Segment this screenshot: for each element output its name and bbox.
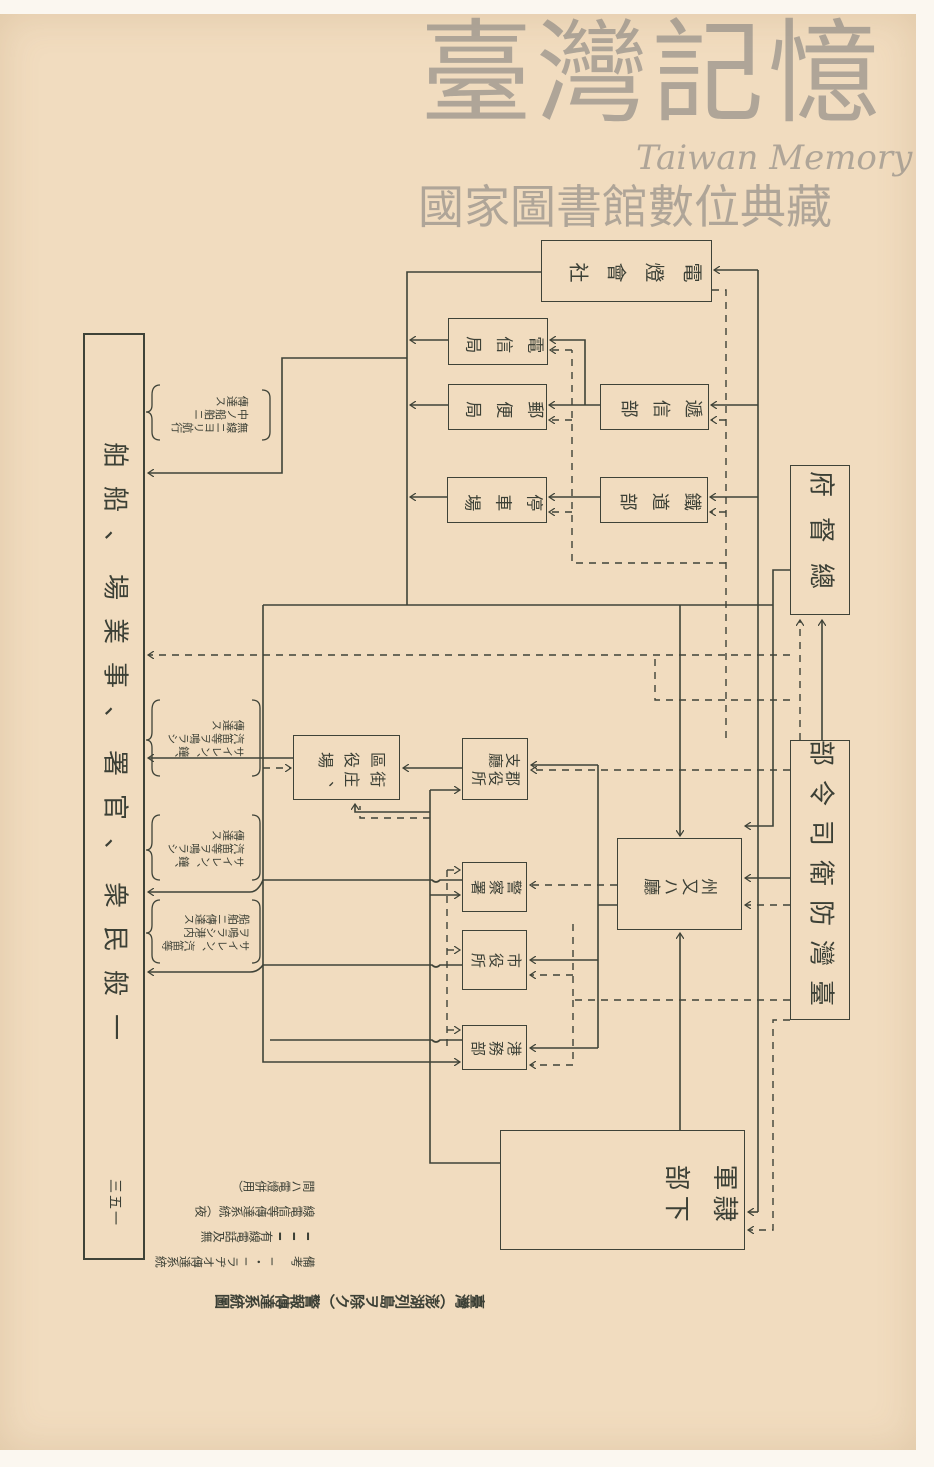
dashed-shirei-gunbu: [748, 1019, 790, 1230]
box-label: 臺灣防衛司令部: [805, 739, 836, 1021]
box-prefecture: 州又ハ廳: [617, 838, 742, 930]
box-label: 總督府: [805, 470, 836, 610]
line-teishin-denshin: [550, 340, 586, 405]
line-to-gaisho-bottom: [355, 804, 430, 813]
box-telegraph-office: 電信局: [448, 318, 548, 365]
box-label: 街庄、 區役場: [307, 748, 386, 787]
box-station: 停車場: [447, 477, 547, 523]
box-district-office: 郡役所 支廳: [462, 738, 528, 800]
note-siren-2: サイレン、鐘、 汽笛等ヲ鳴ラシ 傳達ス: [158, 817, 254, 879]
box-label: 警察署: [467, 878, 522, 896]
box-governor-general: 總督府: [790, 465, 850, 615]
diagram-title: 臺灣（澎湖列島ヲ除ク）警報傳達系統圖: [210, 1285, 490, 1317]
dashed-trunk: [712, 289, 727, 742]
box-electric-company: 電燈會社: [541, 240, 712, 302]
box-subordinate-army: 隷下 軍部: [500, 1130, 745, 1250]
box-police-station: 警察署: [462, 862, 527, 912]
title-text: 臺灣（澎湖列島ヲ除ク）警報傳達系統圖: [215, 1292, 485, 1310]
box-label: 郡役所 支廳: [469, 751, 521, 787]
box-port-affairs: 港務部: [462, 1025, 527, 1070]
brace-note-3: [145, 814, 161, 881]
box-label: 一般民衆、官署、事業場、船舶: [99, 442, 130, 1059]
line-to-ships: [148, 357, 407, 473]
dashed-loop: [571, 350, 726, 564]
box-defense-command: 臺灣防衛司令部: [790, 740, 850, 1020]
box-city-office: 市役所: [462, 930, 527, 990]
line-sotoku-shu: [745, 569, 790, 826]
line-keisatsu-out: [148, 879, 462, 892]
watermark-logo: 臺灣記憶: [420, 9, 884, 139]
note-radio-ships: 無線ニヨリ航行 中ノ船舶ニ 傳達ス: [158, 388, 262, 440]
line-left-bus: [429, 790, 500, 1164]
page-number-text: 一五三: [106, 1178, 123, 1227]
brace-note-4: [145, 899, 161, 964]
legend-text: 備考 ─・─ラヂオ傳達系統 ━━━有線電話及無 線電信等傳達系統（夜 間ハ電燈併…: [155, 1178, 315, 1268]
box-label: 停車場: [450, 490, 544, 511]
box-label: 遞信部: [606, 396, 703, 418]
note-text: サイレン、鐘、 汽笛等ヲ鳴ラシ 傳達ス: [167, 828, 245, 868]
legend-note: 備考 ─・─ラヂオ傳達系統 ━━━有線電話及無 線電信等傳達系統（夜 間ハ電燈併…: [155, 1170, 315, 1275]
box-label: 鐵道部: [606, 489, 702, 511]
box-town-office: 街庄、 區役場: [293, 735, 400, 800]
brace-note-2-right: [251, 699, 261, 777]
line-komu-out: [270, 1039, 462, 1043]
box-label: 港務部: [467, 1038, 522, 1057]
box-label: 電燈會社: [550, 259, 703, 283]
box-label: 隷下 軍部: [642, 1160, 739, 1222]
box-label: 電信局: [451, 331, 545, 352]
line-dento-out: [406, 271, 541, 605]
box-label: 州又ハ廳: [641, 874, 718, 895]
box-post-office: 郵便局: [448, 384, 547, 430]
watermark-english: Taiwan Memory: [636, 138, 913, 178]
dashed-to-gaisho: [359, 806, 430, 819]
brace-note-3-right: [251, 814, 261, 881]
page-number: 一五三: [104, 1178, 124, 1227]
box-general-public: 一般民衆、官署、事業場、船舶: [83, 333, 145, 1260]
brace-note-4-right: [251, 899, 261, 964]
note-siren-port: サイレン、汽笛等 ヲ鳴ラシ港内 船舶ニ傳達ス: [158, 902, 254, 962]
box-label: 郵便局: [451, 397, 544, 418]
watermark-org: 國家圖書館數位典藏: [418, 180, 832, 234]
note-text: 無線ニヨリ航行 中ノ船舶ニ 傳達ス: [171, 394, 249, 434]
note-text: サイレン、汽笛等 ヲ鳴ラシ港内 船舶ニ傳達ス: [162, 912, 250, 952]
box-communications-dept: 遞信部: [600, 384, 709, 430]
brace-note-1: [145, 384, 161, 441]
paper-page: [0, 14, 916, 1450]
dashed-bus-2: [654, 655, 790, 701]
box-label: 市役所: [467, 951, 522, 969]
line-shiyaku-out: [148, 964, 462, 972]
note-siren-1: サイレン、鐘、 汽笛等ヲ鳴ラシ 傳達ス: [158, 702, 254, 774]
brace-note-1-right: [261, 389, 271, 441]
brace-note-2: [145, 699, 161, 777]
note-text: サイレン、鐘、 汽笛等ヲ鳴ラシ 傳達ス: [167, 718, 245, 758]
box-railway-dept: 鐵道部: [600, 477, 708, 523]
